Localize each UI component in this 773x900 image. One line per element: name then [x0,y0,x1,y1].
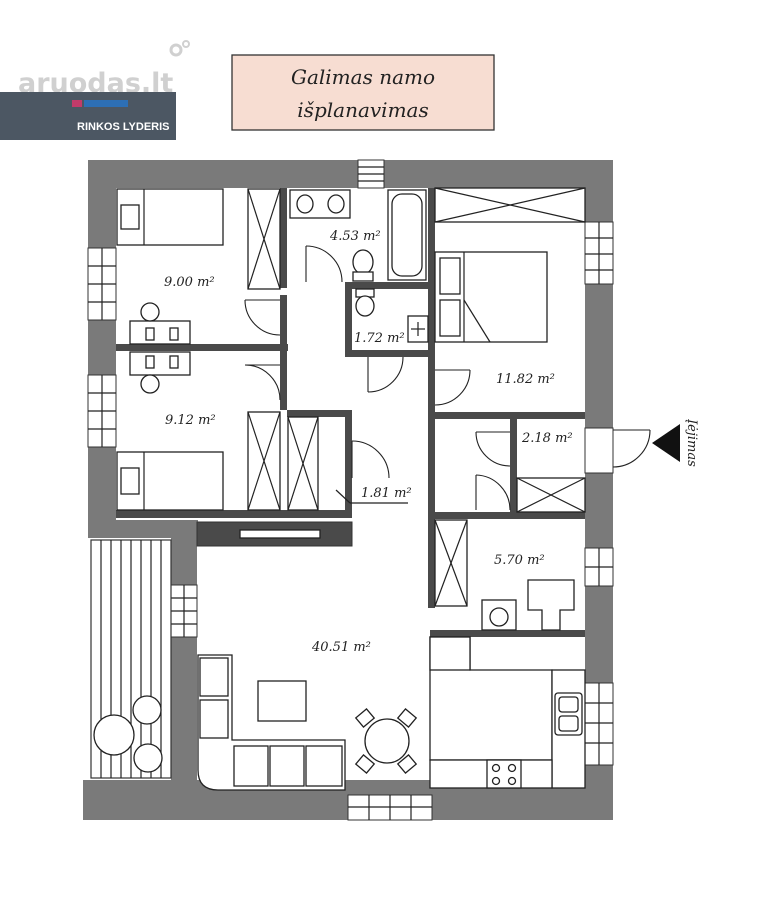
door-swing-icon [475,474,511,511]
window-right-top [584,221,614,285]
hall-label-leader [335,489,351,504]
area-wc: 1.72 m² [354,331,405,346]
door-swing-icon [434,369,471,406]
title-line-1: Galimas namo [291,65,435,89]
watermark-house-icon [169,40,190,57]
sofa-icon [197,654,346,791]
windows [87,159,614,821]
terrace-chair-icon [132,695,162,725]
door-swing-icon [244,364,281,401]
stove-icon [486,759,522,789]
washing-machine-icon [481,599,517,631]
wardrobe-icon [434,187,586,223]
door-swing-icon [475,431,511,467]
window-left-top [87,247,117,321]
shelf-icon [516,477,586,513]
coffee-table-icon [257,680,307,722]
window-left-bottom [87,374,117,448]
desk-icon [129,351,191,394]
entrance-arrow-icon [652,424,680,462]
badge-label: RINKOS LYDERIS [77,121,170,133]
area-bathroom: 4.53 m² [329,229,381,244]
interior-walls [116,188,585,637]
door-swing-icon [244,299,281,336]
area-hall: 1.81 m² [361,486,412,501]
doors [244,245,651,511]
terrace [90,539,172,779]
kitchen-sink-icon [554,692,583,736]
window-right-kitchen [584,682,614,766]
toilet-icon [352,249,374,282]
terrace-chair-icon [133,743,163,773]
tv-unit-icon [239,529,321,539]
window-right-utility [584,547,614,587]
area-bedroom-top-left: 9.00 m² [164,275,215,290]
wardrobe-icon [287,416,319,511]
door-swing-icon [351,440,390,479]
window-top-bath [357,159,385,189]
title-box: Galimas namo išplanavimas [231,54,495,131]
rinkos-lyderis-badge: RINKOS LYDERIS [0,92,176,140]
area-living: 40.51 m² [311,640,371,655]
window-living-left [170,584,198,638]
terrace-table-icon [93,714,135,756]
door-swing-icon [305,245,343,283]
utility-cabinet-icon [434,519,468,607]
wardrobe-icon [247,188,281,290]
bed-icon [116,451,224,511]
entrance-label: Įėjimas [684,419,699,467]
double-bed-icon [434,251,548,343]
bathtub-icon [387,189,427,281]
area-bedroom-right: 11.82 m² [496,372,555,387]
desk-icon [129,302,191,345]
dining-table-icon [354,707,418,775]
utility-sink-icon [527,579,575,631]
area-utility: 5.70 m² [494,553,545,568]
window-bottom [347,794,433,821]
bed-icon [116,188,224,246]
entrance-door [584,427,651,474]
door-swing-icon [367,356,404,393]
double-sink-icon [289,189,351,219]
badge-logo-icon [72,100,82,107]
title-line-2: išplanavimas [297,98,428,122]
area-bedroom-bottom-left: 9.12 m² [165,413,216,428]
area-storage: 2.18 m² [521,431,573,446]
toilet-icon [355,288,375,317]
wardrobe-icon [247,411,281,511]
wc-sink-icon [407,315,429,343]
